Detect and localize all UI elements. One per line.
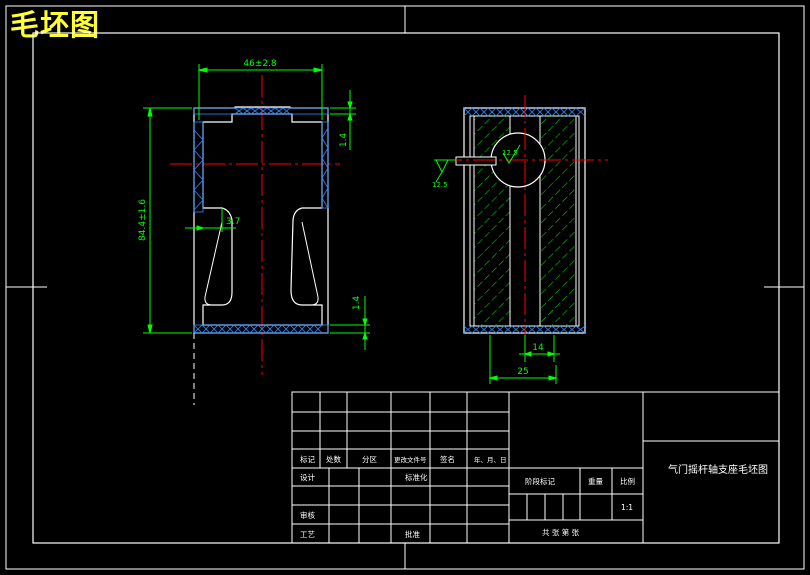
dim-allowance-bottom <box>330 296 370 350</box>
header-count: 处数 <box>326 454 341 464</box>
rib-right <box>301 221 319 306</box>
review-label: 审核 <box>300 510 315 520</box>
title-block <box>291 391 780 544</box>
rib-left <box>204 221 223 306</box>
dim-width-label: 46±2.8 <box>243 59 277 69</box>
dim-allowance-top <box>330 90 356 150</box>
section-hatch-right <box>540 116 576 326</box>
design-label: 设计 <box>300 472 315 482</box>
dim-25 <box>488 335 558 384</box>
dim-14 <box>519 335 560 362</box>
standardization-label: 标准化 <box>405 472 428 482</box>
side-allowance-crosses <box>463 107 586 334</box>
scale-label: 比例 <box>620 476 635 486</box>
dim-width <box>198 64 323 120</box>
stage-mark-label: 阶段标记 <box>525 476 555 486</box>
header-mark: 标记 <box>300 454 315 464</box>
part-outline <box>202 113 323 326</box>
title-block-text: 标记 处数 分区 更改文件号 签名 年、月、日 设计 标准化 审核 工艺 批准 … <box>300 454 768 539</box>
weight-label: 重量 <box>588 477 603 486</box>
allowance-crosses <box>193 107 329 334</box>
blank-outline <box>193 106 329 334</box>
drawing-title: 毛坯图 <box>10 8 101 42</box>
header-zone: 分区 <box>362 455 377 464</box>
drawing-name: 气门摇杆轴支座毛坯图 <box>668 463 768 476</box>
dim-14-label: 14 <box>532 343 544 353</box>
dim-chamfer <box>185 208 236 232</box>
sheet-label: 共 张 第 张 <box>542 527 580 537</box>
centering-marks <box>6 6 804 569</box>
approve-label: 批准 <box>405 529 420 539</box>
dim-height-label: 84.4±1.6 <box>138 199 148 241</box>
outer-frame <box>5 5 805 570</box>
process-label: 工艺 <box>300 530 315 539</box>
dim-chamfer-label: 3.7 <box>226 217 240 227</box>
header-date: 年、月、日 <box>474 455 507 464</box>
header-change-doc: 更改文件号 <box>394 455 427 464</box>
roughness-surface-label: 12.5 <box>432 181 448 189</box>
dim-height <box>143 107 192 334</box>
roughness-symbol-surface <box>434 159 456 183</box>
dim-allowance-top-label: 1.4 <box>339 133 349 148</box>
allowance-top <box>193 107 329 115</box>
roughness-symbol-hole <box>502 144 521 164</box>
front-view: 46±2.8 84.4±1.6 1.4 1.4 <box>138 59 370 405</box>
dim-25-label: 25 <box>517 367 528 377</box>
slot <box>455 156 497 166</box>
allowance-left <box>193 121 204 213</box>
side-view: 12.5 12.5 14 25 <box>432 95 608 384</box>
roughness-hole-label: 12.5 <box>502 149 518 157</box>
allowance-right <box>321 121 329 209</box>
allowance-bottom <box>193 324 329 334</box>
dim-allowance-bottom-label: 1.4 <box>352 296 362 311</box>
scale-value: 1:1 <box>621 503 633 512</box>
header-sign: 签名 <box>440 454 455 464</box>
